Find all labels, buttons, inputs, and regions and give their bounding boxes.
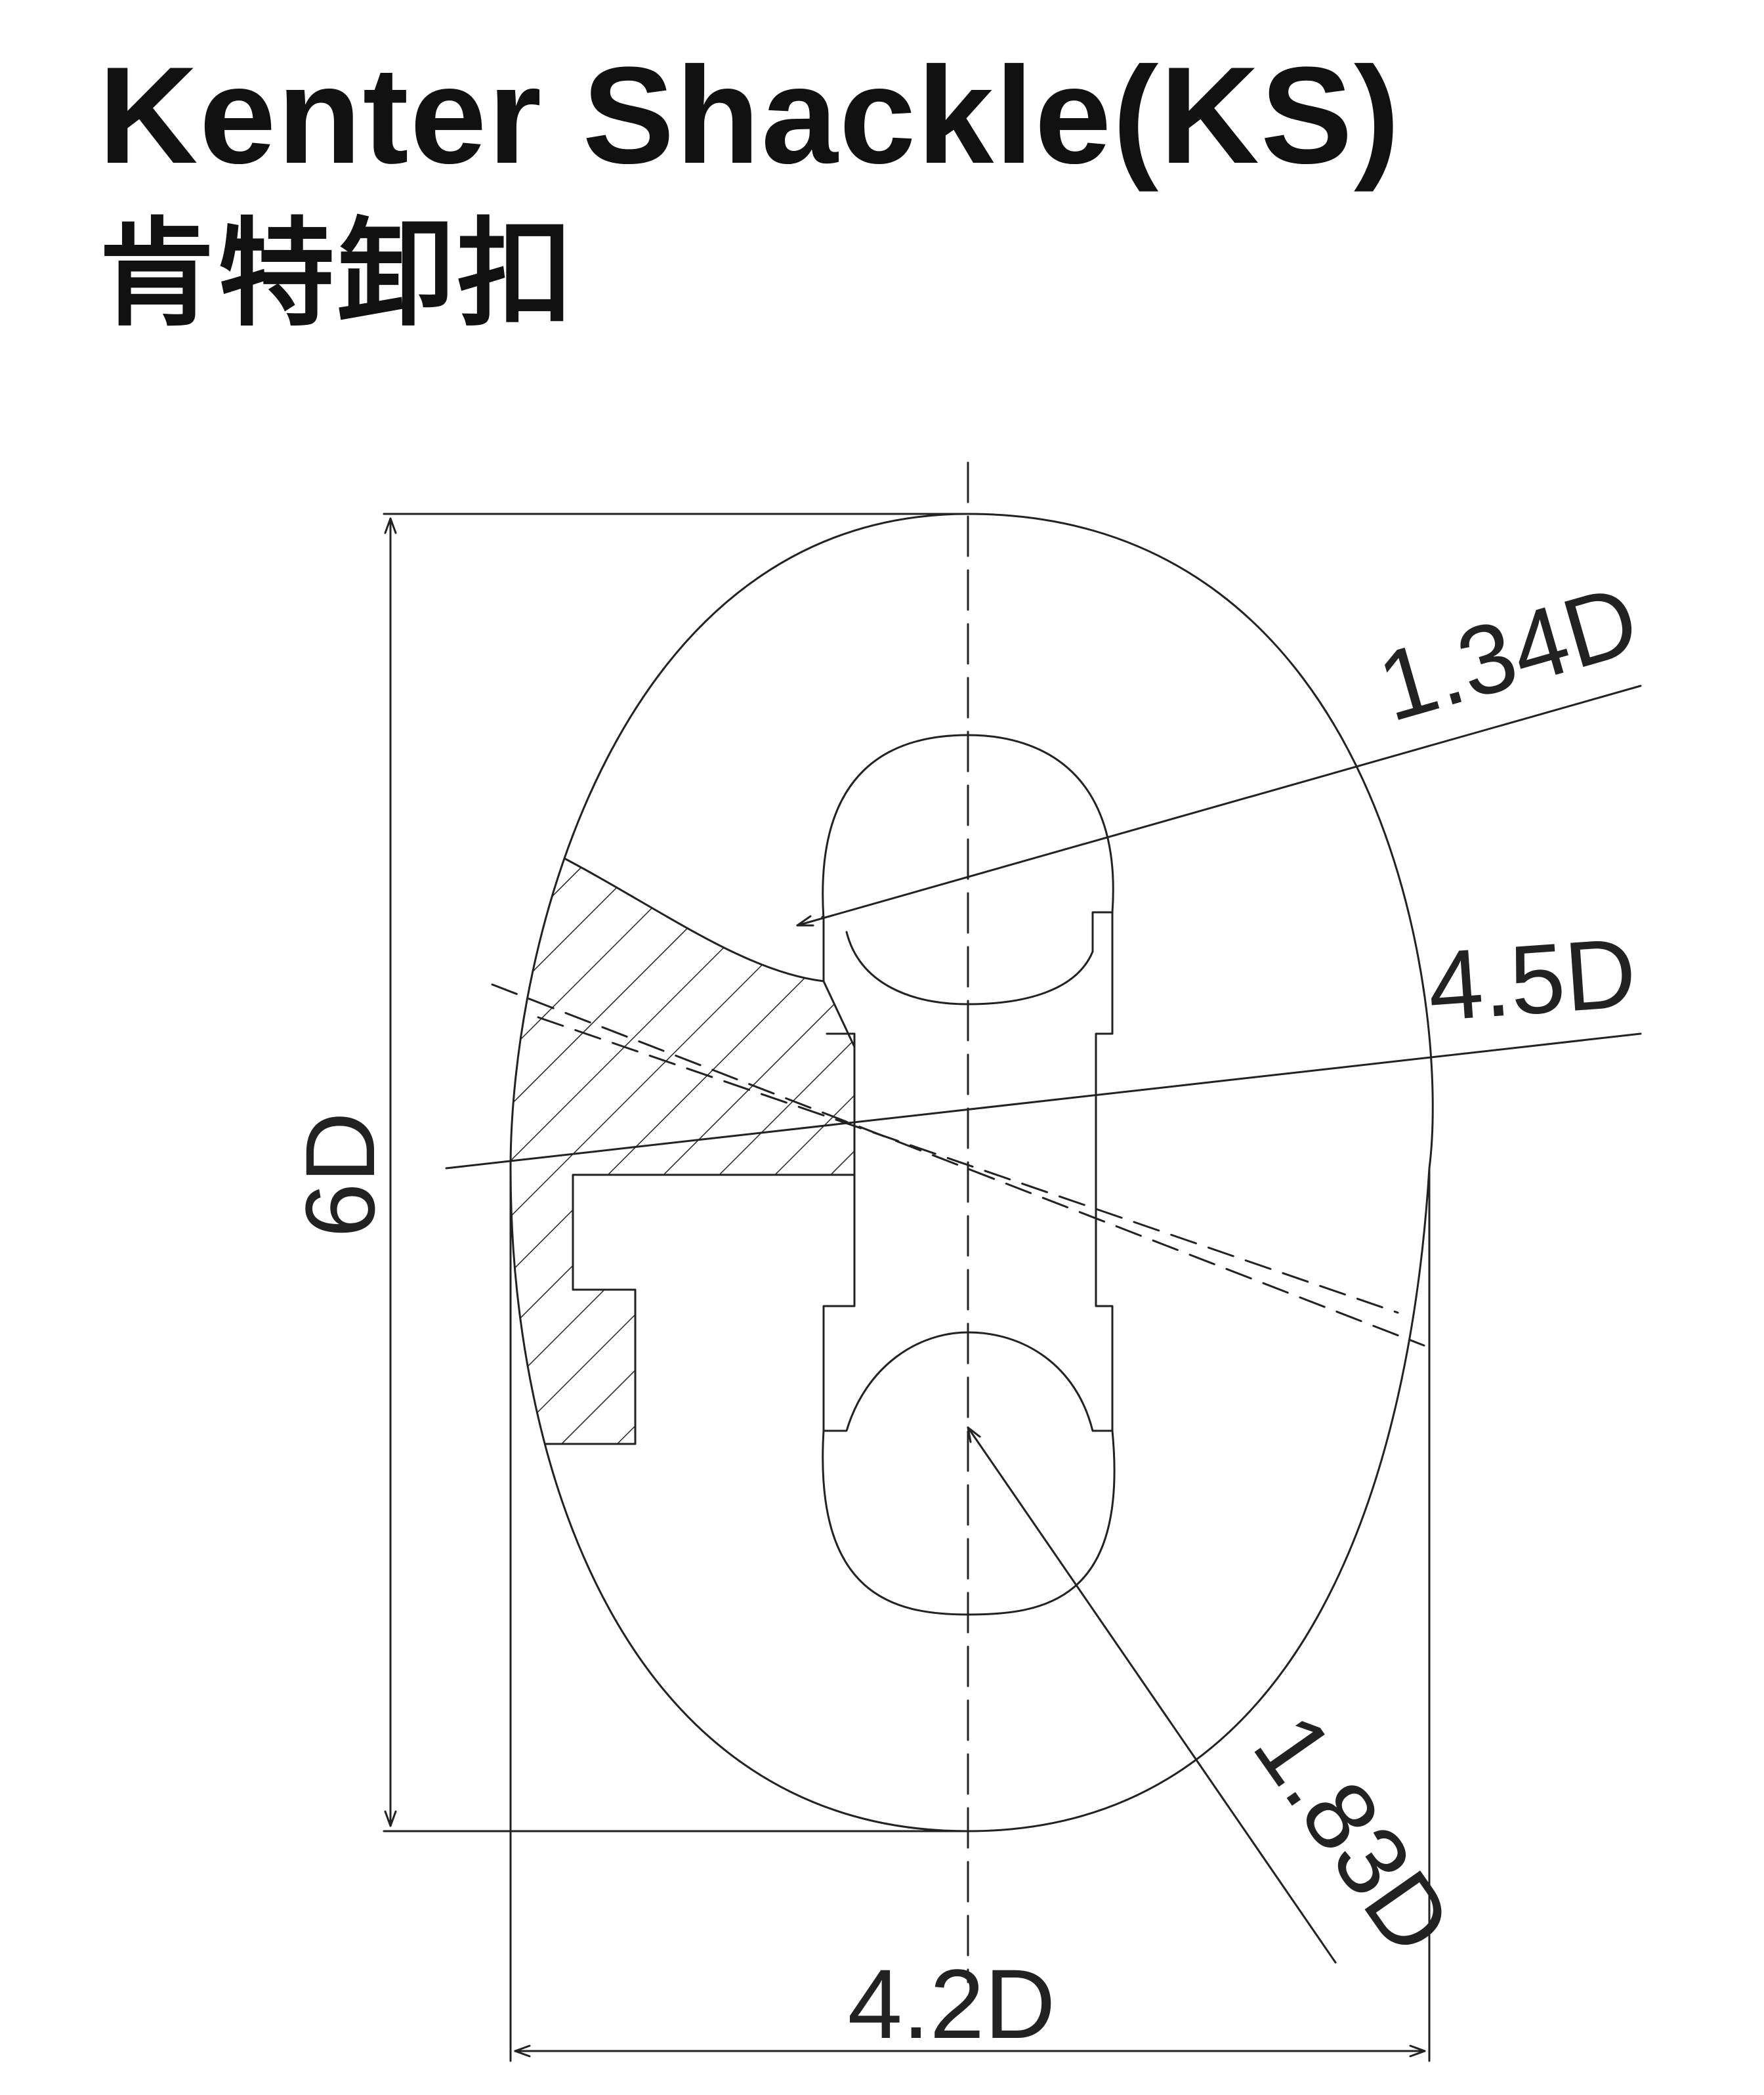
dim-label-width: 4.2D <box>848 1949 1056 2059</box>
leader-1-34d <box>796 685 1642 927</box>
width-arrow-right <box>1409 2044 1426 2058</box>
dim-label-lower-hole: 1.83D <box>1233 1695 1474 1973</box>
page-title: Kenter Shackle(KS) <box>98 38 1401 192</box>
hidden-line-1 <box>491 983 1425 1347</box>
dim-label-height: 6D <box>285 1112 395 1238</box>
height-arrow-top <box>384 517 397 534</box>
width-arrow-left <box>514 2044 531 2058</box>
leader-1-34d-arrow <box>796 915 814 927</box>
leader-1-83d-arrow <box>967 1426 981 1443</box>
leader-4-5d <box>445 1032 1642 1170</box>
dim-label-middle: 4.5D <box>1425 917 1640 1042</box>
hidden-line-2 <box>537 1016 1399 1314</box>
height-arrow-bottom <box>384 1810 397 1827</box>
lower-hole <box>822 1331 1116 1616</box>
page-subtitle: 肯特卸扣 <box>98 206 576 342</box>
upper-hole <box>822 734 1114 1005</box>
dim-label-upper-hole: 1.34D <box>1367 564 1650 742</box>
hatched-section <box>511 852 856 1445</box>
leader-1-83d <box>967 1426 1337 1964</box>
